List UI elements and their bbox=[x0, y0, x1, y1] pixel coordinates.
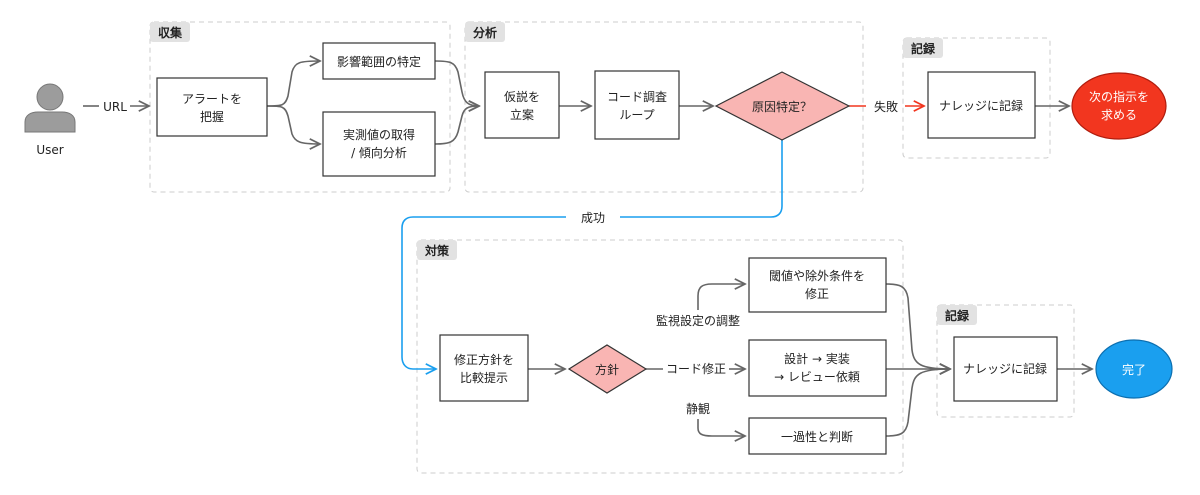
svg-text:設計 → 実装: 設計 → 実装 bbox=[784, 351, 850, 366]
edge-watch-transient bbox=[697, 419, 745, 436]
node-knowledge-fail: ナレッジに記録 bbox=[927, 71, 1036, 139]
svg-text:コード調査: コード調査 bbox=[607, 90, 667, 104]
svg-text:ナレッジに記録: ナレッジに記録 bbox=[939, 98, 1023, 113]
edge-actuals-hypothesis bbox=[434, 106, 479, 145]
group-tag bbox=[465, 22, 505, 42]
node-transient: 一過性と判断 bbox=[748, 417, 887, 455]
decision-root-cause: 原因特定？ bbox=[714, 71, 851, 141]
svg-text:立案: 立案 bbox=[510, 107, 534, 122]
node-threshold: 閾値や除外条件を 修正 bbox=[748, 257, 887, 313]
svg-text:方針: 方針 bbox=[595, 362, 619, 377]
group-tag bbox=[937, 305, 977, 325]
group-label-record-done: 記録 bbox=[945, 308, 970, 323]
edge-label-success: 成功 bbox=[581, 211, 605, 225]
edge-success bbox=[401, 140, 783, 369]
edge-threshold-knowledge bbox=[885, 283, 950, 369]
svg-text:閾値や除外条件を: 閾値や除外条件を bbox=[769, 268, 865, 283]
group-countermeasure: 対策 bbox=[416, 239, 904, 474]
edge-label-fail: 失敗 bbox=[874, 99, 898, 114]
svg-text:修正方針を: 修正方針を bbox=[454, 352, 514, 367]
node-hypothesis: 仮説を 立案 bbox=[484, 71, 560, 139]
svg-text:/ 傾向分析: / 傾向分析 bbox=[351, 145, 407, 160]
group-label-analyze: 分析 bbox=[473, 25, 497, 40]
edges bbox=[83, 61, 1092, 436]
group-record-done: 記録 bbox=[936, 304, 1075, 418]
edge-label-code-fix: コード修正 bbox=[666, 361, 726, 376]
group-tag bbox=[417, 240, 457, 260]
edge-impact-hypothesis bbox=[434, 60, 479, 106]
svg-text:影響範囲の特定: 影響範囲の特定 bbox=[337, 54, 421, 69]
svg-text:把握: 把握 bbox=[200, 109, 224, 124]
group-tag bbox=[903, 38, 943, 58]
group-label-collect: 収集 bbox=[158, 25, 183, 40]
decision-policy: 方針 bbox=[567, 344, 648, 394]
svg-text:仮説を: 仮説を bbox=[504, 89, 540, 104]
edge-alert-impact bbox=[266, 61, 320, 107]
user-label: User bbox=[36, 143, 63, 157]
edge-transient-knowledge bbox=[885, 369, 950, 437]
svg-text:完了: 完了 bbox=[1122, 362, 1146, 377]
node-next-instruction: 次の指示を 求める bbox=[1071, 72, 1167, 140]
node-design: 設計 → 実装 → レビュー依頼 bbox=[748, 339, 887, 397]
node-policy-compare: 修正方針を 比較提示 bbox=[439, 334, 529, 402]
group-tag bbox=[150, 22, 190, 42]
edge-label-url: URL bbox=[103, 100, 127, 114]
node-impact: 影響範囲の特定 bbox=[322, 42, 436, 80]
group-analyze: 分析 bbox=[464, 21, 864, 193]
svg-text:→ レビュー依頼: → レビュー依頼 bbox=[774, 369, 860, 384]
user-body-icon bbox=[24, 111, 76, 133]
node-knowledge-done: ナレッジに記録 bbox=[953, 336, 1058, 402]
user-actor: User bbox=[24, 83, 76, 157]
node-done: 完了 bbox=[1095, 339, 1173, 399]
user-head-icon bbox=[36, 83, 64, 111]
node-code-loop: コード調査 ループ bbox=[594, 70, 680, 140]
edge-label-watch: 静観 bbox=[686, 402, 710, 416]
svg-text:実測値の取得: 実測値の取得 bbox=[343, 127, 415, 142]
svg-text:求める: 求める bbox=[1101, 108, 1137, 122]
edge-label-monitoring: 監視設定の調整 bbox=[656, 313, 740, 328]
edge-alert-actuals bbox=[266, 105, 320, 144]
group-label-countermeasure: 対策 bbox=[424, 243, 450, 258]
svg-text:原因特定？: 原因特定？ bbox=[752, 99, 812, 114]
svg-text:アラートを: アラートを bbox=[182, 92, 242, 106]
group-label-record-fail: 記録 bbox=[911, 41, 936, 56]
node-actuals: 実測値の取得 / 傾向分析 bbox=[322, 111, 436, 177]
group-collect: 収集 bbox=[149, 21, 451, 193]
svg-text:次の指示を: 次の指示を bbox=[1089, 89, 1149, 104]
svg-text:修正: 修正 bbox=[805, 286, 829, 301]
svg-text:ループ: ループ bbox=[619, 108, 654, 122]
group-record-fail: 記録 bbox=[902, 37, 1051, 159]
svg-text:ナレッジに記録: ナレッジに記録 bbox=[963, 361, 1047, 376]
node-alert: アラートを 把握 bbox=[156, 77, 268, 137]
edge-monitoring-threshold bbox=[697, 284, 745, 310]
svg-text:一過性と判断: 一過性と判断 bbox=[781, 429, 853, 444]
svg-text:比較提示: 比較提示 bbox=[460, 370, 508, 385]
